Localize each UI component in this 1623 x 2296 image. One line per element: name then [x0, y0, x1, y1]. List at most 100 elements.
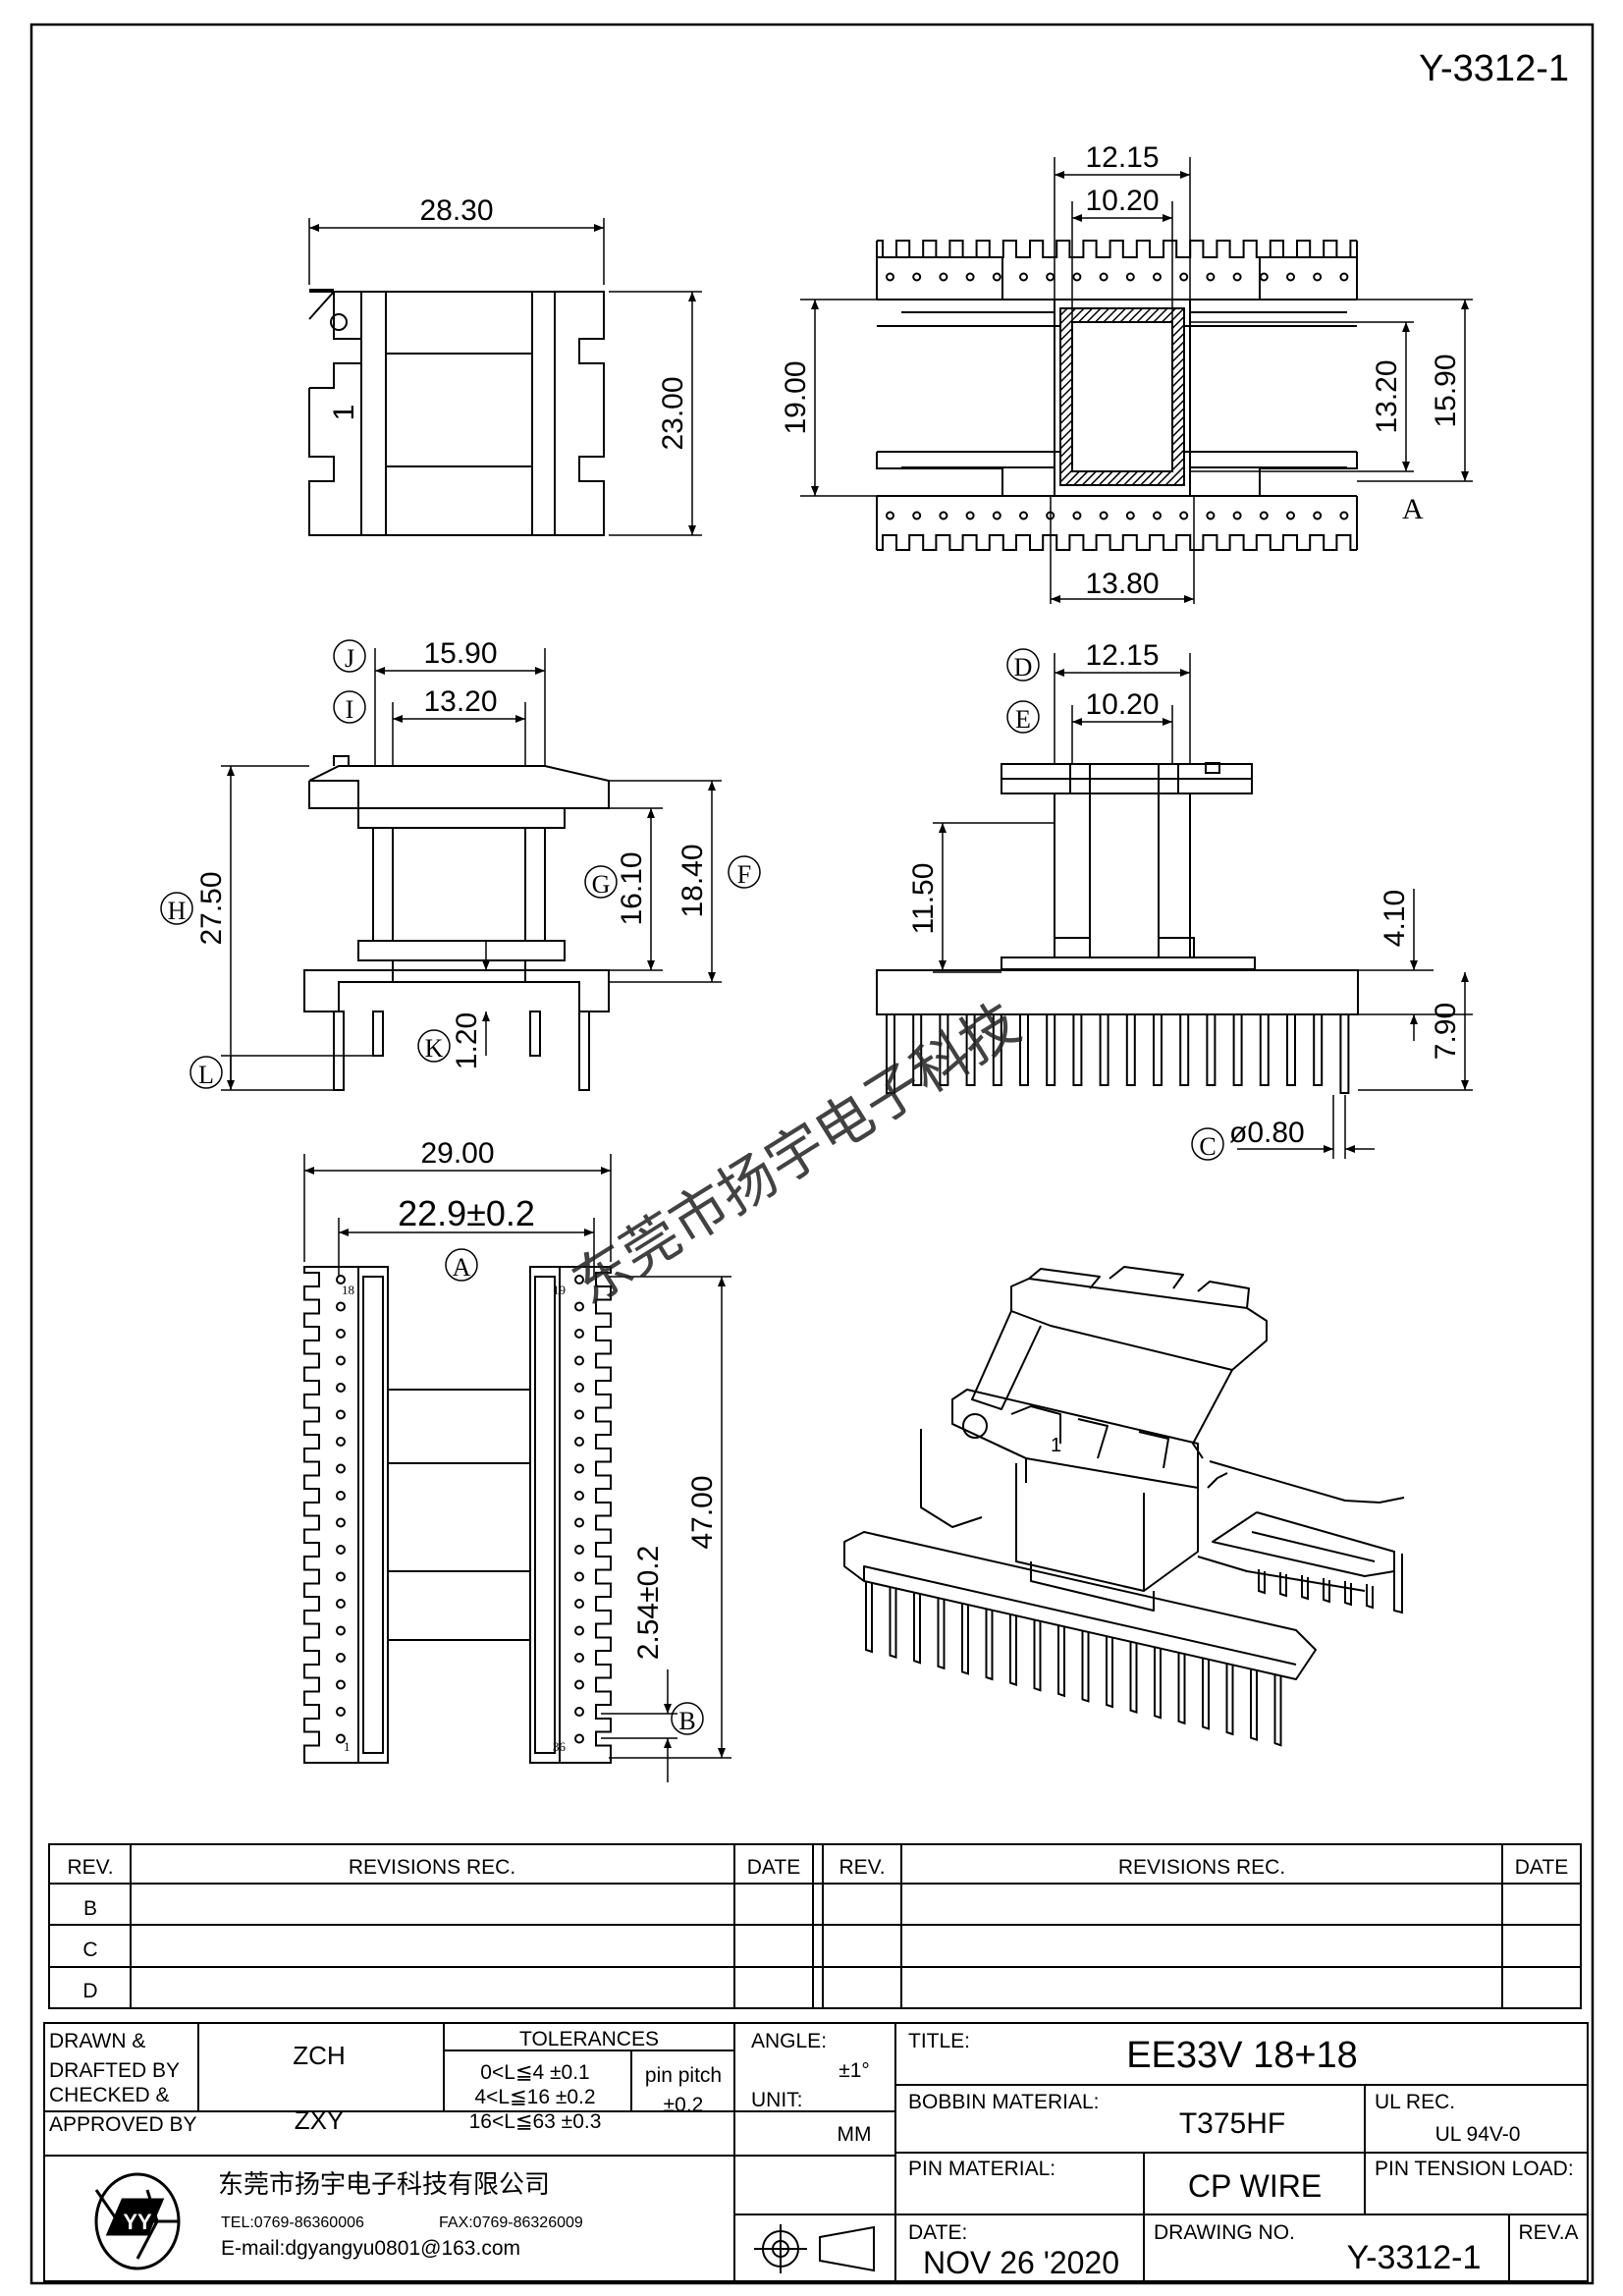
pin	[1125, 1013, 1136, 1086]
revision-table	[48, 1843, 1582, 2009]
pin-hole	[1072, 511, 1082, 520]
pin-hole	[574, 1275, 584, 1285]
top-view-dimensions	[800, 157, 1473, 604]
pin-hole	[912, 511, 922, 520]
pin-hole	[1313, 272, 1323, 282]
right-view-dimensions	[933, 653, 1473, 1159]
side-view-dimensions	[308, 218, 702, 536]
pin-hole	[1259, 272, 1269, 282]
dim-top-1320: 13.20	[1371, 359, 1403, 433]
pin-hole	[574, 1545, 584, 1555]
drawing-no-label: DRAWING NO.	[1154, 2221, 1295, 2244]
pin-hole	[1046, 272, 1055, 282]
pin-hole	[992, 511, 1001, 520]
dim-bottom-4700: 47.00	[686, 1475, 719, 1549]
side-view	[308, 289, 605, 536]
rev-header-right: REV.	[839, 1856, 885, 1879]
pin-hole	[939, 511, 948, 520]
unit-value: MM	[838, 2123, 872, 2146]
dim-right-410: 4.10	[1379, 890, 1411, 947]
front-view-dimensions	[221, 648, 722, 1091]
pin	[1154, 1647, 1162, 1720]
dim-top-1380: 13.80	[1085, 568, 1159, 600]
tolerance-2: 4<L≦16 ±0.2	[474, 2086, 595, 2108]
company-email: E-mail:dgyangyu0801@163.com	[221, 2237, 520, 2260]
comb-right	[559, 1266, 612, 1764]
pin	[865, 1581, 873, 1654]
rev-header-left: REV.	[67, 1856, 113, 1879]
datum-h: H	[168, 897, 187, 925]
checked-label-2: APPROVED BY	[49, 2113, 197, 2136]
pin	[1153, 1013, 1163, 1086]
pin	[886, 1013, 895, 1094]
dim-right-790: 7.90	[1430, 1003, 1462, 1060]
side-mark: 1	[328, 405, 360, 421]
pin	[1081, 1630, 1090, 1703]
pin-hole	[336, 1517, 346, 1528]
dim-front-1320: 13.20	[423, 685, 497, 718]
pin-hole	[1339, 272, 1349, 282]
pin-hole	[574, 1383, 584, 1393]
pin-hole	[574, 1491, 584, 1501]
tolerance-1: 0<L≦4 ±0.1	[480, 2061, 589, 2084]
pin-hole	[574, 1517, 584, 1528]
rev-date-header-right: DATE	[1515, 1856, 1568, 1879]
pin	[1106, 1636, 1113, 1709]
dim-front-1590: 15.90	[423, 637, 497, 670]
datum-k: K	[425, 1034, 444, 1063]
pin-hole	[336, 1571, 346, 1582]
dim-front-2750: 27.50	[195, 871, 228, 945]
bottom-view-dimensions	[303, 1154, 731, 1782]
pin	[1366, 1584, 1374, 1610]
pin-hole	[336, 1409, 346, 1420]
angle-label: ANGLE:	[751, 2030, 827, 2052]
comb-edge-bottom	[876, 496, 1358, 551]
dim-bottom-254: 2.54±0.2	[632, 1546, 665, 1661]
title-label: TITLE:	[908, 2030, 970, 2052]
pin	[1286, 1013, 1296, 1086]
pin-hole	[336, 1599, 346, 1609]
pin	[1279, 1572, 1287, 1598]
dim-front-120: 1.20	[451, 1012, 483, 1069]
unit-label: UNIT:	[751, 2089, 803, 2111]
datum-j: J	[345, 644, 354, 673]
ul-rec-value: UL 94V-0	[1435, 2123, 1521, 2146]
company-fax: FAX:0769-86326009	[439, 2214, 583, 2231]
pin	[1019, 1013, 1029, 1086]
pin	[1179, 1013, 1190, 1086]
pin-hole	[574, 1707, 584, 1717]
dim-bottom-2900: 29.00	[420, 1137, 494, 1170]
pin	[937, 1597, 946, 1670]
bobbin-material-label: BOBBIN MATERIAL:	[908, 2091, 1100, 2113]
pin-hole	[886, 272, 894, 282]
pin-hole	[1072, 272, 1082, 282]
pin-hole	[912, 272, 922, 282]
pin-hole	[965, 272, 975, 282]
title-value: EE33V 18+18	[1126, 2035, 1358, 2076]
pin-hole	[574, 1571, 584, 1582]
dim-right-1215: 12.15	[1085, 639, 1159, 672]
pin	[1393, 1552, 1403, 1614]
dim-pin-diameter: ø0.80	[1229, 1117, 1305, 1149]
pin-hole	[1313, 511, 1323, 520]
pin-hole	[336, 1275, 346, 1285]
isometric-pins	[865, 1552, 1403, 1747]
comb-left	[303, 1266, 359, 1764]
rev-label: REV.A	[1518, 2221, 1578, 2244]
bottom-view-teeth	[303, 1266, 612, 1764]
pin	[913, 1592, 921, 1665]
top-view	[876, 241, 1358, 497]
pin-hole	[1339, 511, 1349, 520]
pin	[1099, 1013, 1109, 1086]
pin	[1033, 1619, 1042, 1692]
pin-hole	[574, 1463, 584, 1474]
isometric-mark: 1	[1051, 1435, 1061, 1456]
comb-edge-top	[876, 240, 1358, 300]
pin-hole	[1179, 511, 1189, 520]
rev-row-b: B	[83, 1897, 97, 1920]
right-view	[876, 762, 1359, 1015]
drawing-no-value: Y-3312-1	[1347, 2239, 1482, 2276]
pin-hole	[1099, 272, 1109, 282]
company-tel: TEL:0769-86360006	[221, 2214, 364, 2231]
